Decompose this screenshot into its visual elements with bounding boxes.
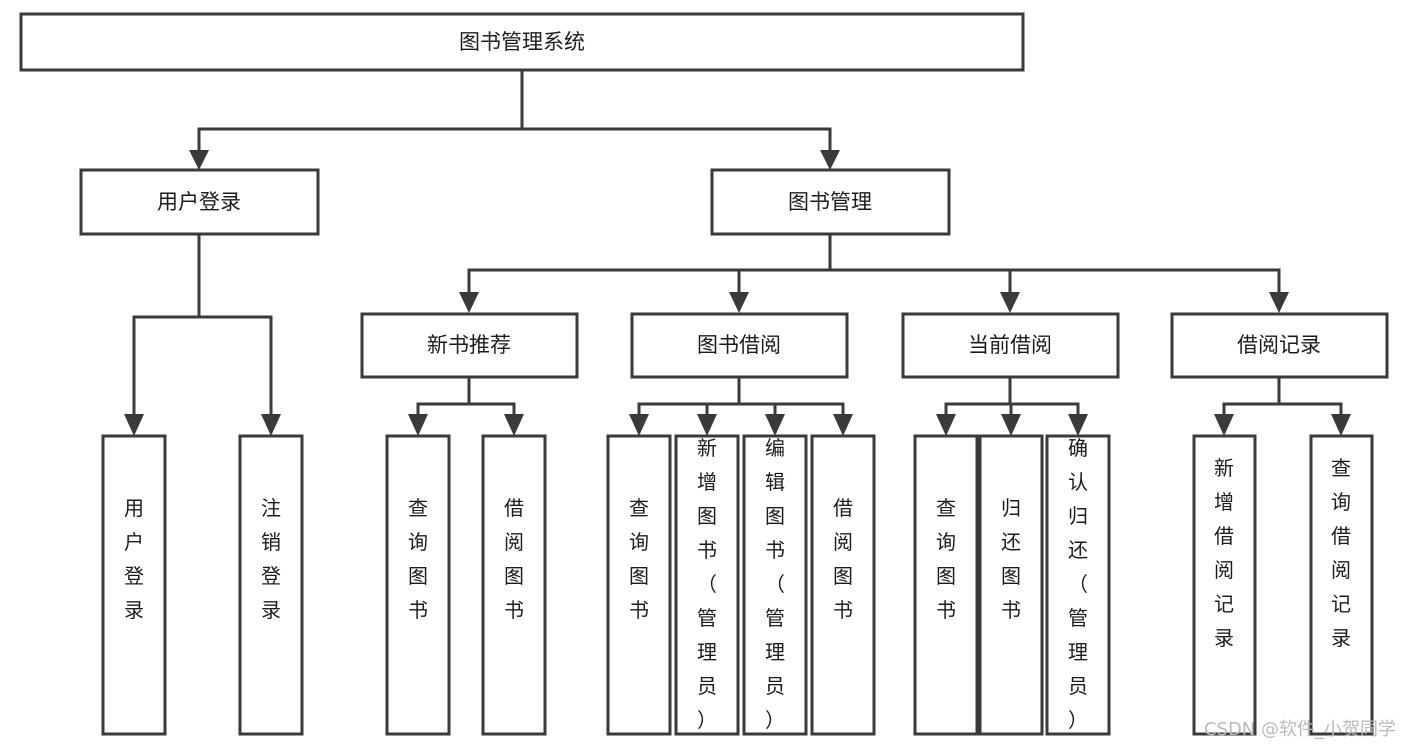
node-leaf-4-label: 借阅图书 [504,496,524,622]
connector-group-current-borrow [936,375,1088,436]
node-leaf-7-label: 编辑图书（管理员） [765,436,785,732]
arrow-icon-to-current-borrow [1000,292,1020,313]
arrow-icon-leaf-1 [124,414,144,436]
node-user-login-box[interactable] [79,168,320,236]
node-book-manage[interactable]: 图书管理 [710,168,951,236]
node-leaf-11-box[interactable] [1045,434,1111,736]
node-root[interactable]: 图书管理系统 [19,12,1025,72]
arrow-icon-to-new-book-rec [459,292,479,313]
node-leaf-4-box[interactable] [481,434,547,736]
node-leaf-query-book-b[interactable]: 查询图书 [606,434,672,736]
node-leaf-9-box[interactable] [913,434,979,736]
node-leaf-13-box[interactable] [1309,434,1374,736]
node-new-book-rec[interactable]: 新书推荐 [360,312,579,379]
arrow-icon-leaf-7 [765,414,785,436]
connector-group-borrow-record [1214,375,1351,436]
arrow-icon-leaf-2 [261,414,281,436]
node-leaf-2-box[interactable] [238,434,304,736]
node-book-borrow[interactable]: 图书借阅 [630,312,849,379]
node-leaf-borrow-book-b[interactable]: 借阅图书 [810,434,876,736]
node-current-borrow-box[interactable] [901,312,1120,379]
node-borrow-record-label: 借阅记录 [1237,333,1321,357]
node-borrow-record-box[interactable] [1170,312,1389,379]
arrow-icon-leaf-9 [936,414,956,436]
node-book-borrow-label: 图书借阅 [697,333,781,357]
node-leaf-add-borrow-record[interactable]: 新增借阅记录 [1192,434,1257,736]
node-new-book-rec-label: 新书推荐 [427,333,511,357]
arrow-icon-to-user-login [189,150,209,170]
connector-group-new-book-rec [408,375,524,436]
connector-group-book-borrow [629,375,853,436]
arrow-icon-leaf-10 [1001,414,1021,436]
connector-group-user-login [124,232,281,436]
connector-group-book-manage [459,232,1289,313]
node-leaf-12-box[interactable] [1192,434,1257,736]
node-book-manage-box[interactable] [710,168,951,236]
arrow-icon-leaf-6 [697,414,717,436]
node-root-label: 图书管理系统 [459,30,585,54]
node-leaf-6-box[interactable] [674,434,740,736]
arrow-icon-leaf-4 [504,414,524,436]
node-leaf-6-label: 新增图书（管理员） [697,436,717,732]
node-root-box[interactable] [19,12,1025,72]
arrow-icon-leaf-12 [1214,414,1234,436]
node-leaf-3-label: 查询图书 [408,496,428,622]
node-leaf-confirm-return[interactable]: 确认归还（管理员） [1045,434,1111,736]
arrow-icon-leaf-3 [408,414,428,436]
node-leaf-query-book-a[interactable]: 查询图书 [385,434,451,736]
node-leaf-3-box[interactable] [385,434,451,736]
node-leaf-edit-book[interactable]: 编辑图书（管理员） [742,434,808,736]
node-book-borrow-box[interactable] [630,312,849,379]
node-new-book-rec-box[interactable] [360,312,579,379]
node-leaf-1-label: 用户登录 [124,496,144,622]
node-leaf-10-box[interactable] [978,434,1044,736]
arrow-icon-to-borrow-record [1269,292,1289,313]
watermark-text: CSDN @软件_小贺同学 [1204,719,1396,740]
node-leaf-9-label: 查询图书 [936,496,956,622]
arrow-icon-leaf-8 [833,414,853,436]
node-leaf-13-label: 查询借阅记录 [1331,456,1351,650]
node-leaf-8-label: 借阅图书 [833,496,853,622]
node-leaf-8-box[interactable] [810,434,876,736]
arrow-icon-leaf-11 [1068,414,1088,436]
node-current-borrow[interactable]: 当前借阅 [901,312,1120,379]
node-leaf-query-book-c[interactable]: 查询图书 [913,434,979,736]
node-leaf-10-label: 归还图书 [1001,496,1021,622]
node-current-borrow-label: 当前借阅 [968,333,1052,357]
arrow-icon-leaf-5 [629,414,649,436]
node-leaf-2-label: 注销登录 [261,496,281,622]
connector-group-root [189,68,840,170]
node-book-manage-label: 图书管理 [788,190,872,214]
arrow-icon-leaf-13 [1331,414,1351,436]
node-borrow-record[interactable]: 借阅记录 [1170,312,1389,379]
node-leaf-add-book[interactable]: 新增图书（管理员） [674,434,740,736]
arrow-icon-to-book-borrow [729,292,749,313]
arrow-icon-to-book-manage [820,150,840,170]
node-leaf-7-box[interactable] [742,434,808,736]
node-leaf-5-label: 查询图书 [629,496,649,622]
node-leaf-12-label: 新增借阅记录 [1214,456,1234,650]
node-user-login[interactable]: 用户登录 [79,168,320,236]
node-leaf-query-borrow-record[interactable]: 查询借阅记录 [1309,434,1374,736]
node-leaf-1-box[interactable] [101,434,167,736]
node-leaf-return-book[interactable]: 归还图书 [978,434,1044,736]
node-leaf-borrow-book-a[interactable]: 借阅图书 [481,434,547,736]
node-leaf-logout[interactable]: 注销登录 [238,434,304,736]
node-leaf-user-login[interactable]: 用户登录 [101,434,167,736]
node-leaf-11-label: 确认归还（管理员） [1068,436,1088,732]
node-user-login-label: 用户登录 [157,190,241,214]
node-leaf-5-box[interactable] [606,434,672,736]
